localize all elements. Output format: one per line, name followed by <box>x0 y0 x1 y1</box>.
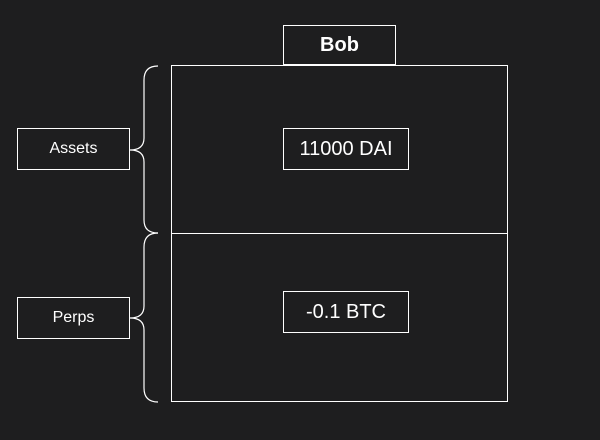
assets-label: Assets <box>17 128 130 170</box>
perps-label: Perps <box>17 297 130 339</box>
section-divider <box>171 233 508 234</box>
perps-brace <box>129 232 159 403</box>
account-title: Bob <box>283 25 396 65</box>
assets-brace <box>129 65 159 234</box>
perps-value: -0.1 BTC <box>283 291 409 333</box>
assets-value: 11000 DAI <box>283 128 409 170</box>
